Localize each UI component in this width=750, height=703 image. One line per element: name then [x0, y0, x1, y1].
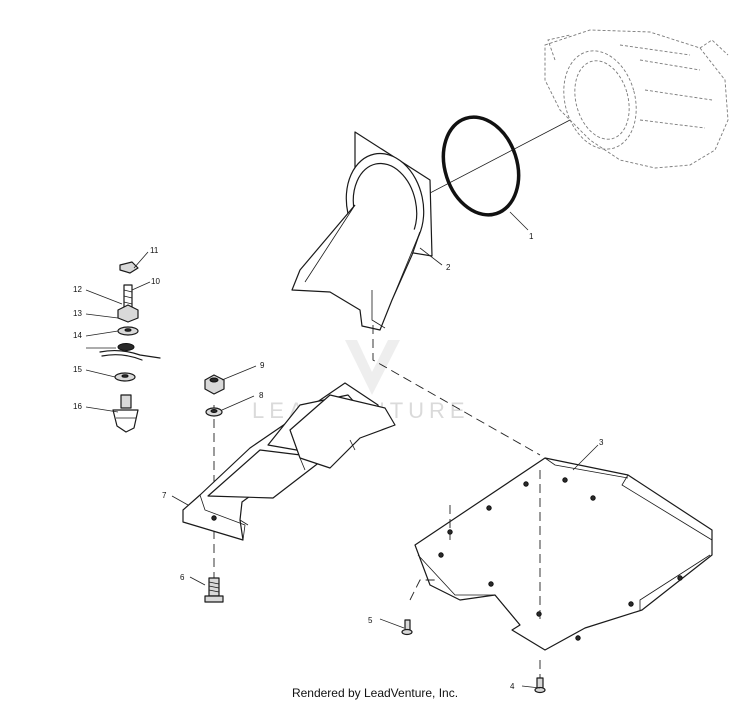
callout-15: 15	[73, 365, 82, 374]
cable-clip	[119, 261, 139, 274]
callout-6: 6	[180, 573, 185, 582]
assembly-line-duct-to-plate	[372, 325, 541, 456]
callout-labels: 1 2 3 4 5 6 7 8 9 10 11 12 13 14 15 16	[73, 232, 604, 691]
stud-washer	[117, 326, 139, 336]
callout-11: 11	[150, 246, 159, 255]
screw-4	[534, 677, 546, 694]
sensor	[112, 394, 139, 433]
callout-1: 1	[529, 232, 534, 241]
washer	[205, 407, 223, 417]
watermark-logo	[345, 340, 400, 395]
callout-7: 7	[162, 491, 167, 500]
skid-plate-holes	[438, 477, 683, 641]
mounting-bracket	[182, 382, 396, 541]
render-credit: Rendered by LeadVenture, Inc.	[291, 686, 459, 700]
bolt	[204, 577, 224, 603]
callout-12: 12	[73, 285, 82, 294]
callout-10: 10	[151, 277, 160, 286]
stud-nut	[117, 304, 139, 323]
assembly-line-screw-5	[409, 579, 438, 601]
wire-terminal	[99, 343, 161, 361]
hex-nut	[204, 374, 225, 395]
engine-housing	[544, 29, 729, 169]
callout-3: 3	[599, 438, 604, 447]
air-duct	[291, 131, 433, 331]
leader-lines	[85, 211, 599, 689]
callout-16: 16	[73, 402, 82, 411]
lock-washer	[114, 372, 136, 382]
callout-2: 2	[446, 263, 451, 272]
callout-14: 14	[73, 331, 82, 340]
callout-8: 8	[259, 391, 264, 400]
callout-5: 5	[368, 616, 373, 625]
callout-13: 13	[73, 309, 82, 318]
screw-5	[401, 619, 413, 636]
callout-4: 4	[510, 682, 515, 691]
o-ring	[441, 115, 521, 217]
skid-plate	[414, 457, 713, 651]
callout-9: 9	[260, 361, 265, 370]
